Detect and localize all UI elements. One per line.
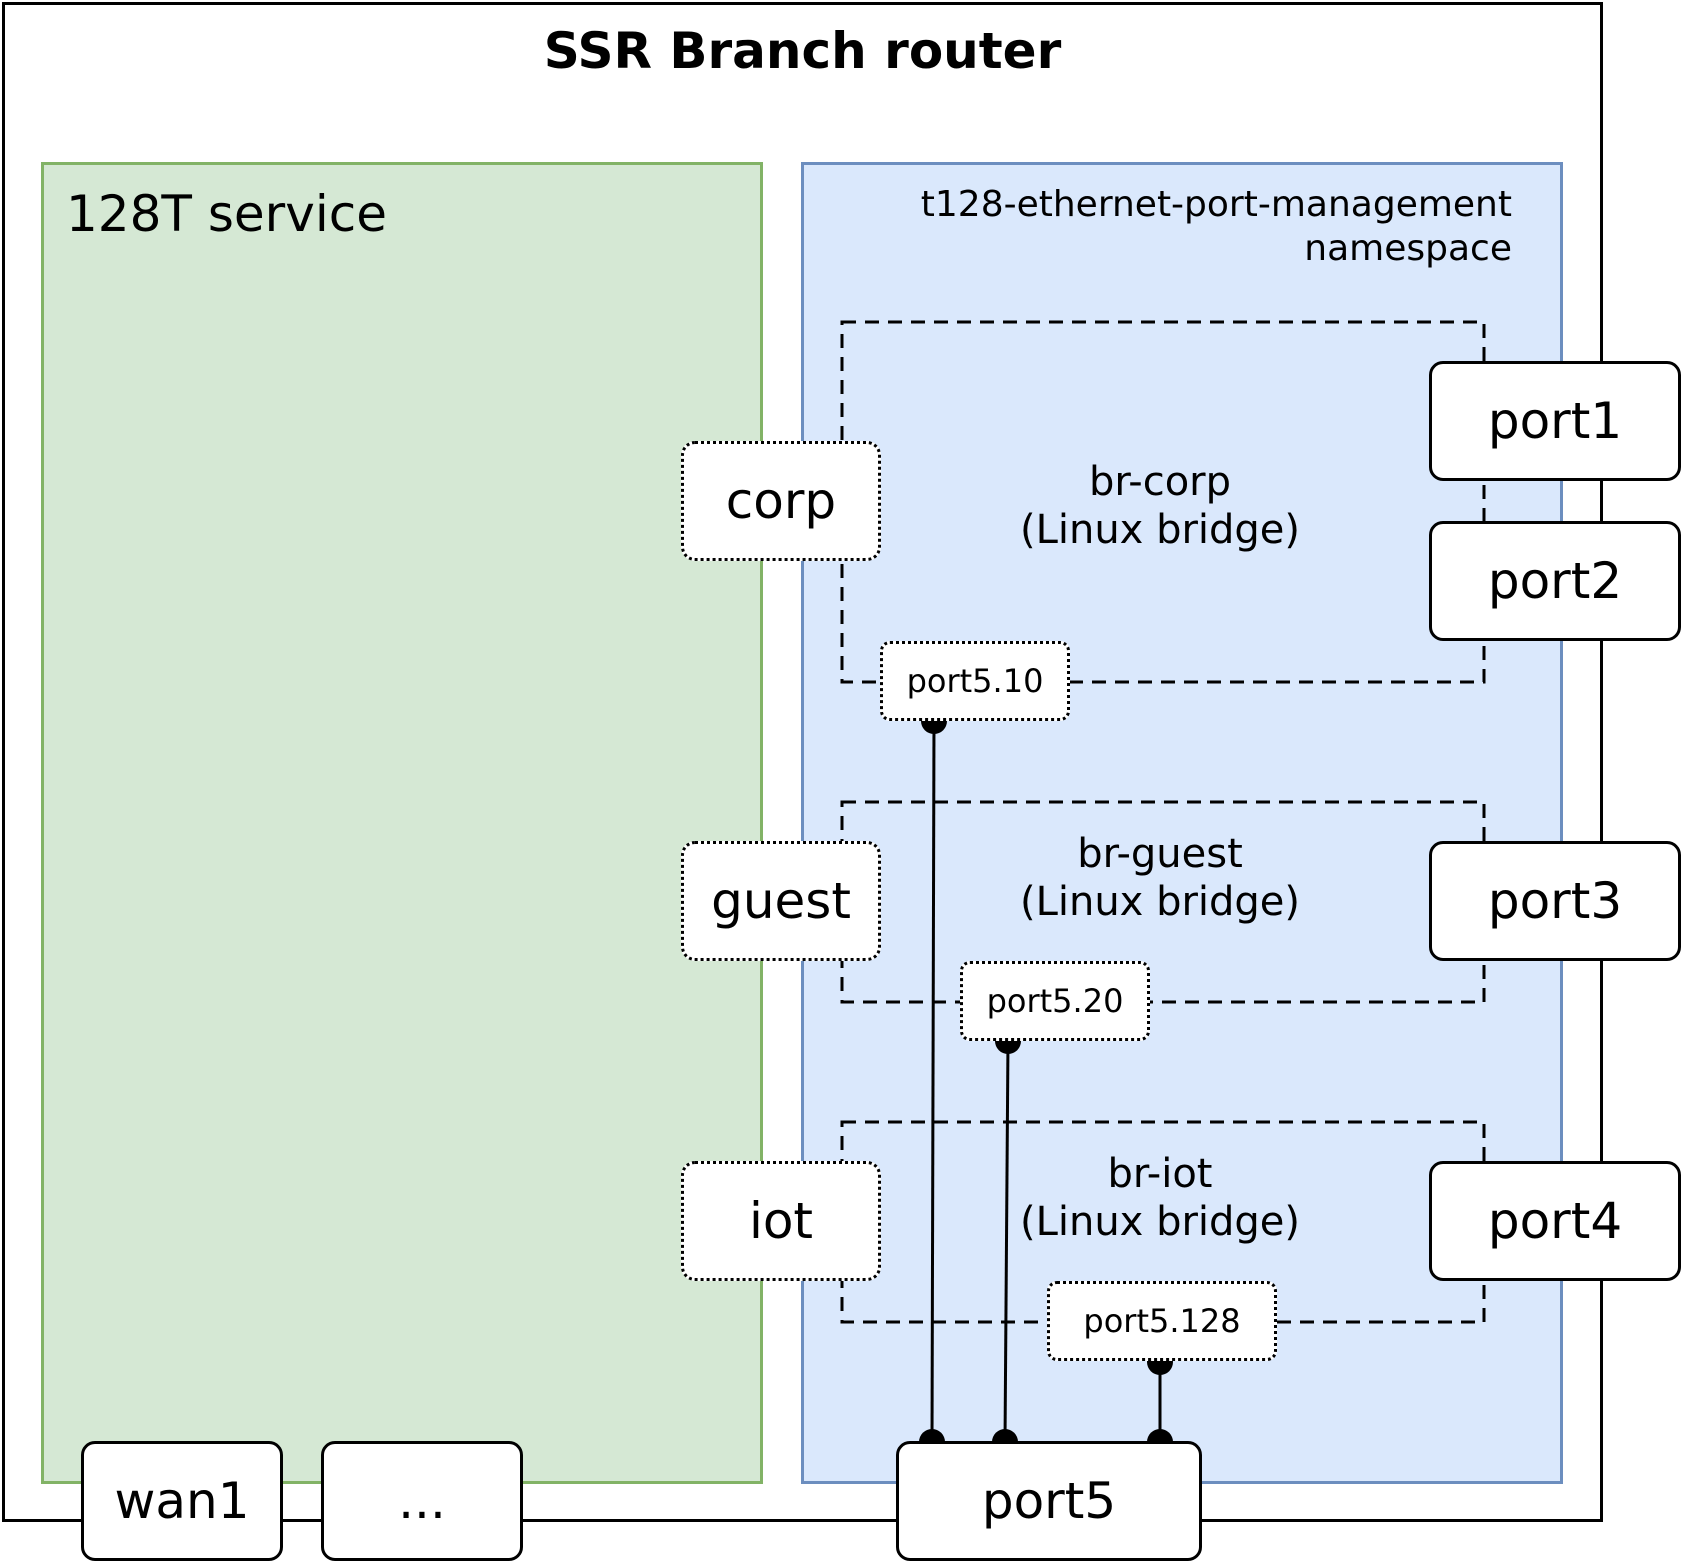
vlan-node-port5-20: port5.20 [960, 961, 1150, 1041]
bridge-type: (Linux bridge) [1019, 1199, 1301, 1245]
port-node-wan1: wan1 [81, 1441, 283, 1561]
service-node-iot: iot [681, 1161, 881, 1281]
bridge-label-corp: br-corp (Linux bridge) [990, 458, 1330, 554]
bridge-name: br-guest [1077, 831, 1243, 877]
link-vlan20-port5 [1003, 1039, 1010, 1443]
bridge-type: (Linux bridge) [1019, 879, 1301, 925]
namespace-label: t128-ethernet-port-management namespace [920, 184, 1512, 269]
bridge-name: br-corp [1088, 459, 1231, 505]
port-node-more: ... [321, 1441, 523, 1561]
port-node-port3: port3 [1429, 841, 1681, 961]
vlan-node-port5-10: port5.10 [880, 641, 1070, 721]
bridge-label-iot: br-iot (Linux bridge) [990, 1150, 1330, 1246]
service-container-label: 128T service [66, 185, 387, 243]
bridge-label-guest: br-guest (Linux bridge) [990, 830, 1330, 926]
vlan-node-port5-128: port5.128 [1047, 1281, 1277, 1361]
port-node-port5: port5 [896, 1441, 1202, 1561]
port-node-port4: port4 [1429, 1161, 1681, 1281]
port-node-port2: port2 [1429, 521, 1681, 641]
service-node-corp: corp [681, 441, 881, 561]
link-vlan10-port5 [930, 719, 936, 1443]
port-node-port1: port1 [1429, 361, 1681, 481]
diagram-title: SSR Branch router [543, 22, 1062, 80]
bridge-name: br-iot [1107, 1151, 1213, 1197]
service-node-guest: guest [681, 841, 881, 961]
bridge-type: (Linux bridge) [1019, 507, 1301, 553]
